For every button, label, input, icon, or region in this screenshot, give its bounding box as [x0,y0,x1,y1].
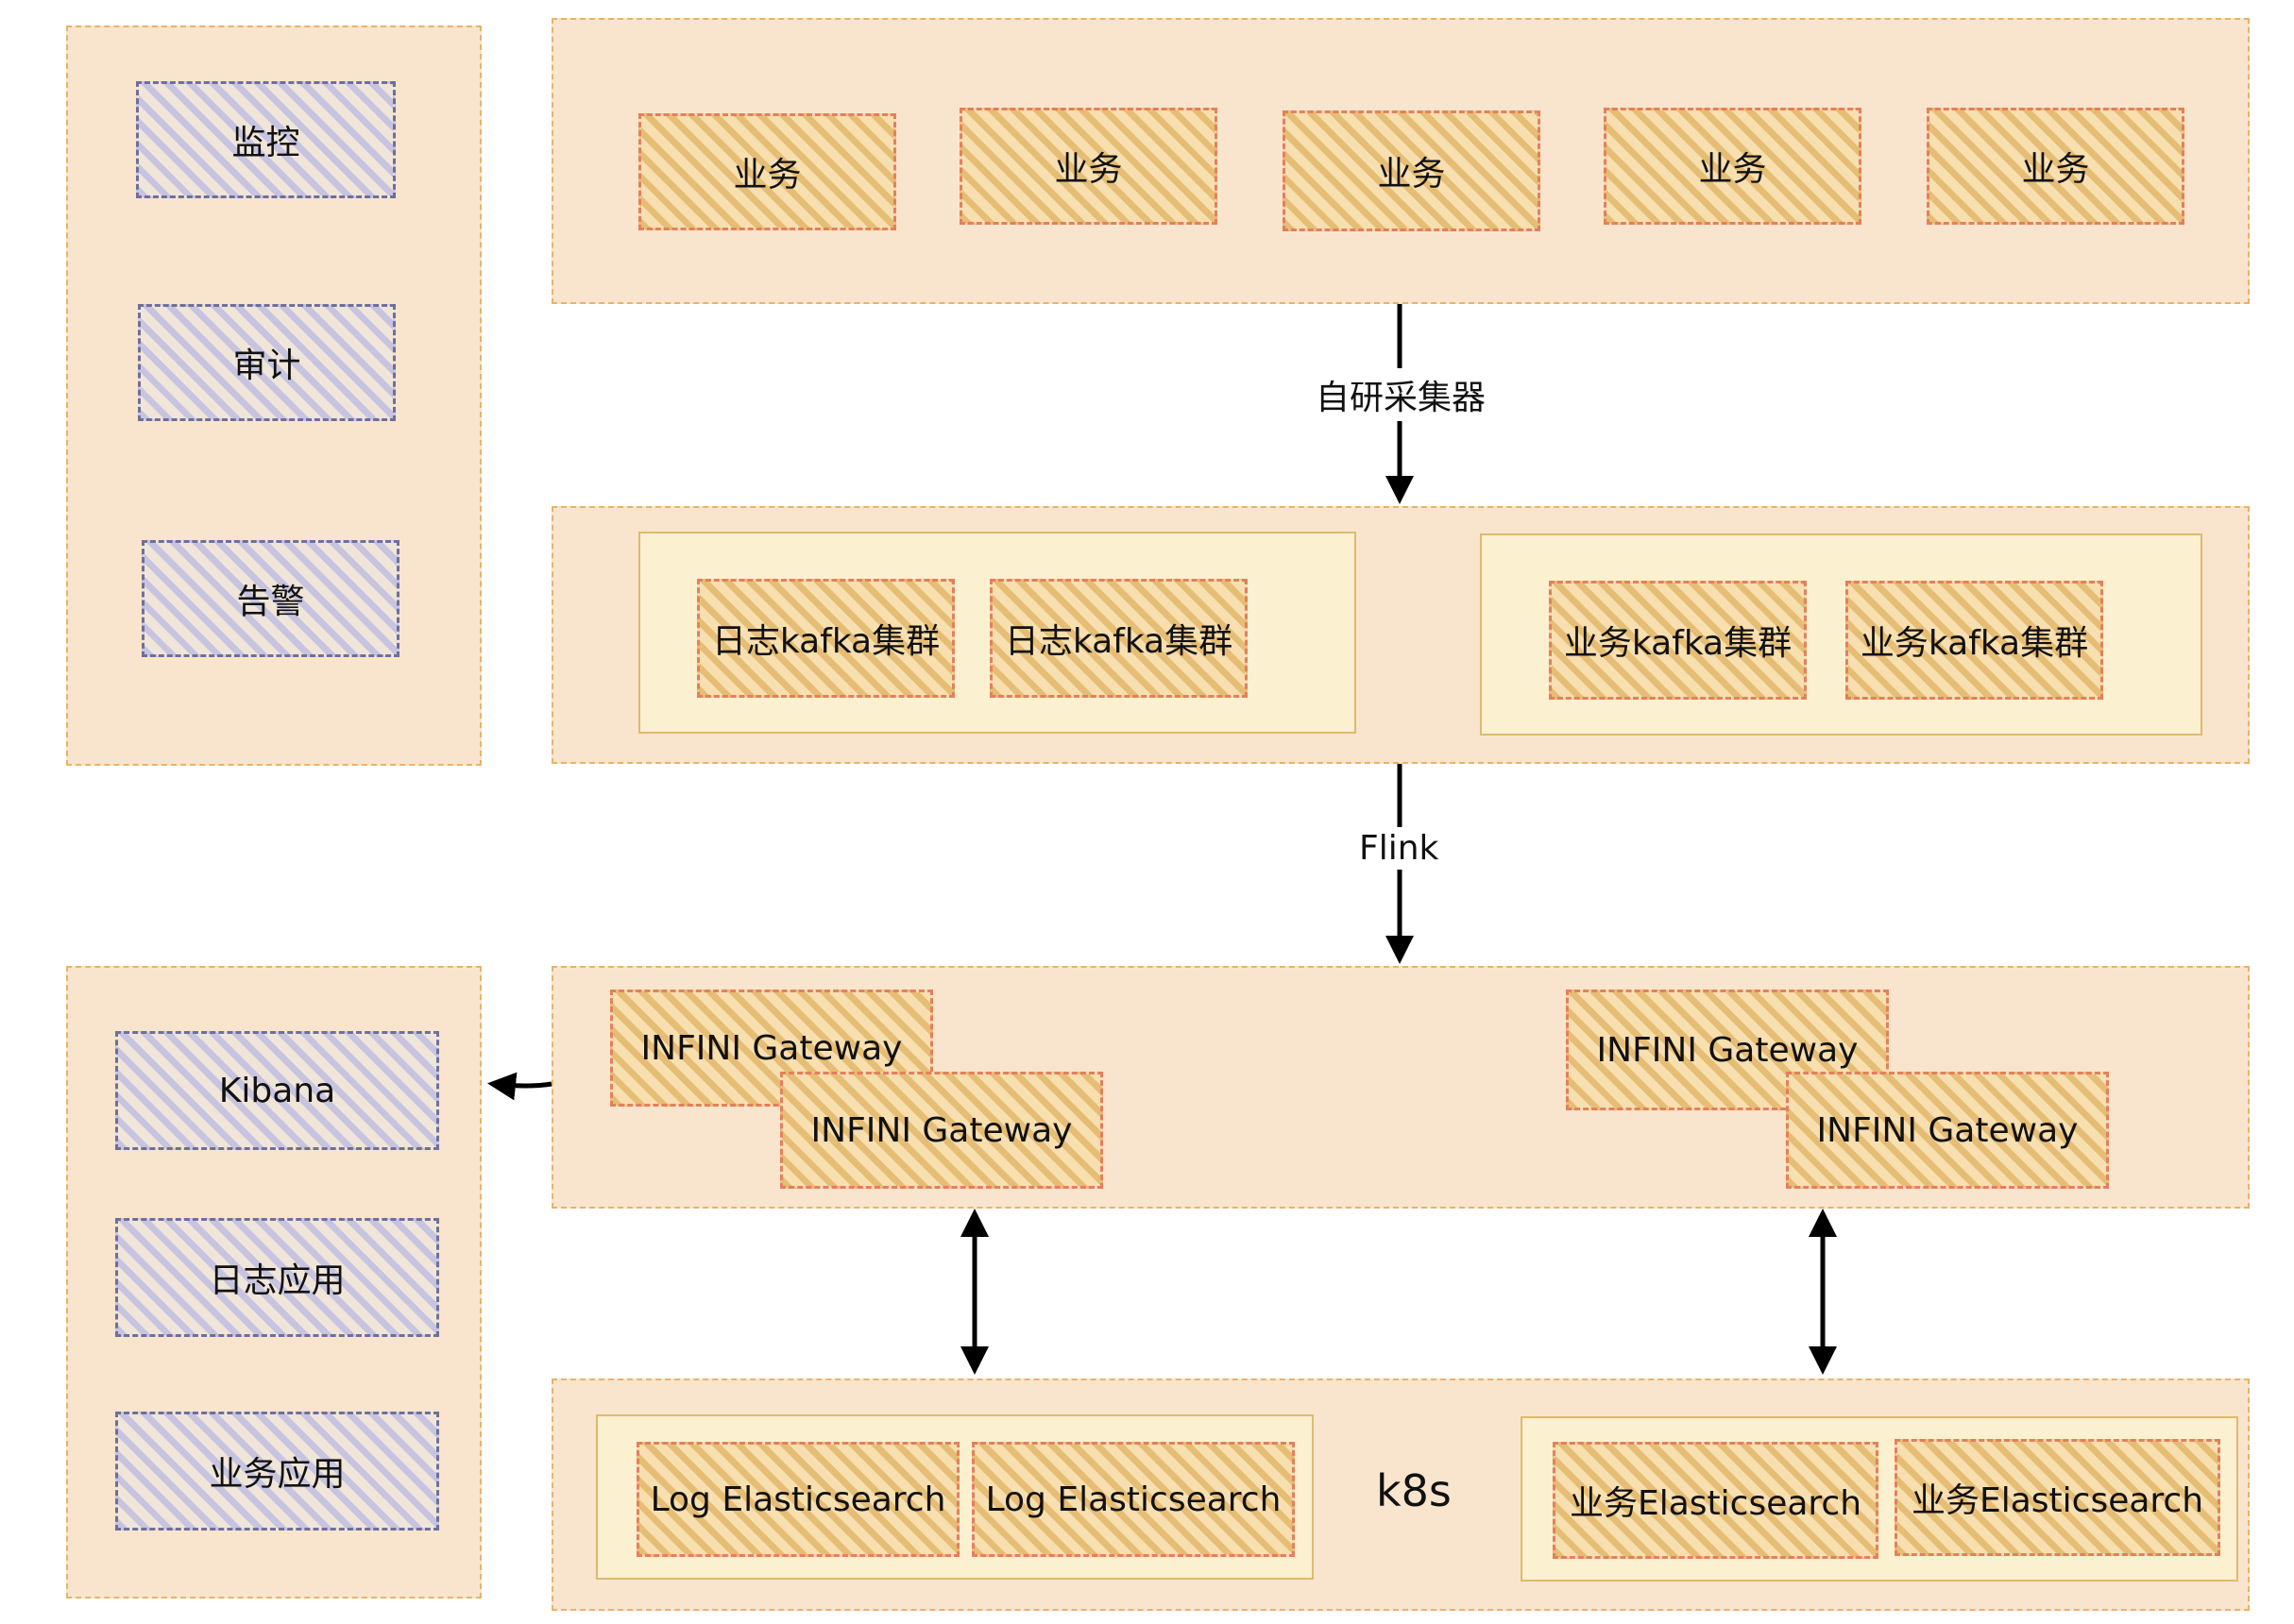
log-es-node: Log Elasticsearch [972,1442,1295,1557]
alert-node: 告警 [142,540,399,657]
log-kafka-label: 日志kafka集群 [711,622,941,661]
biz-kafka-group: 业务kafka集群 业务kafka集群 [1480,533,2202,736]
biz-es-group: 业务Elasticsearch 业务Elasticsearch [1521,1416,2238,1582]
gateway-node: INFINI Gateway [610,990,933,1107]
log-app-label: 日志应用 [209,1261,346,1300]
kafka-panel: 日志kafka集群 日志kafka集群 业务kafka集群 业务kafka集群 [552,506,2250,764]
biz-kafka-label: 业务kafka集群 [1563,624,1793,663]
gateway-label: INFINI Gateway [1596,1030,1859,1070]
flink-edge-label: Flink [1353,827,1445,870]
gateway-label: INFINI Gateway [1816,1110,2079,1150]
gateway-panel: INFINI Gateway INFINI Gateway INFINI Gat… [552,966,2250,1209]
business-label: 业务 [2021,150,2090,189]
gateway-label: INFINI Gateway [810,1110,1073,1150]
biz-es-node: 业务Elasticsearch [1553,1442,1878,1559]
biz-es-node: 业务Elasticsearch [1895,1439,2220,1556]
k8s-label: k8s [1376,1465,1452,1516]
log-es-label: Log Elasticsearch [985,1480,1282,1519]
monitoring-node: 监控 [136,81,396,198]
gateway-node: INFINI Gateway [1786,1072,2109,1189]
gateway-to-apps-arrow [487,1072,552,1101]
business-label: 业务 [1054,150,1123,189]
business-node: 业务 [1927,108,2184,225]
audit-node: 审计 [138,304,396,421]
gateway-node: INFINI Gateway [780,1072,1103,1189]
collector-edge-label: 自研采集器 [1310,368,1492,421]
business-node: 业务 [960,108,1217,225]
alert-label: 告警 [236,583,305,621]
log-es-label: Log Elasticsearch [650,1480,946,1519]
business-panel: 业务 业务 业务 业务 业务 [552,18,2250,304]
monitoring-label: 监控 [231,124,300,162]
log-kafka-group: 日志kafka集群 日志kafka集群 [638,532,1356,734]
business-node: 业务 [1283,110,1540,231]
log-app-node: 日志应用 [115,1218,439,1337]
business-label: 业务 [1698,150,1767,189]
log-kafka-node: 日志kafka集群 [697,579,955,698]
biz-es-label: 业务Elasticsearch [1911,1481,2204,1520]
biz-app-label: 业务应用 [209,1455,346,1494]
log-es-node: Log Elasticsearch [637,1442,960,1557]
kibana-node: Kibana [115,1031,439,1150]
log-kafka-label: 日志kafka集群 [1004,622,1233,661]
business-node: 业务 [1604,108,1861,225]
biz-kafka-node: 业务kafka集群 [1845,581,2103,700]
gateway-label: INFINI Gateway [640,1028,903,1068]
biz-es-label: 业务Elasticsearch [1569,1484,1862,1523]
biz-app-node: 业务应用 [115,1412,439,1531]
business-label: 业务 [733,156,802,195]
log-es-group: Log Elasticsearch Log Elasticsearch [596,1414,1314,1580]
ops-panel: 监控 审计 告警 [66,25,482,766]
audit-label: 审计 [232,347,301,385]
elasticsearch-panel: Log Elasticsearch Log Elasticsearch k8s … [552,1379,2250,1611]
business-node: 业务 [638,113,896,230]
apps-panel: Kibana 日志应用 业务应用 [66,966,482,1599]
biz-kafka-label: 业务kafka集群 [1860,624,2089,663]
log-kafka-node: 日志kafka集群 [990,579,1248,698]
kibana-label: Kibana [218,1071,336,1110]
biz-kafka-node: 业务kafka集群 [1549,581,1807,700]
business-label: 业务 [1377,155,1446,194]
